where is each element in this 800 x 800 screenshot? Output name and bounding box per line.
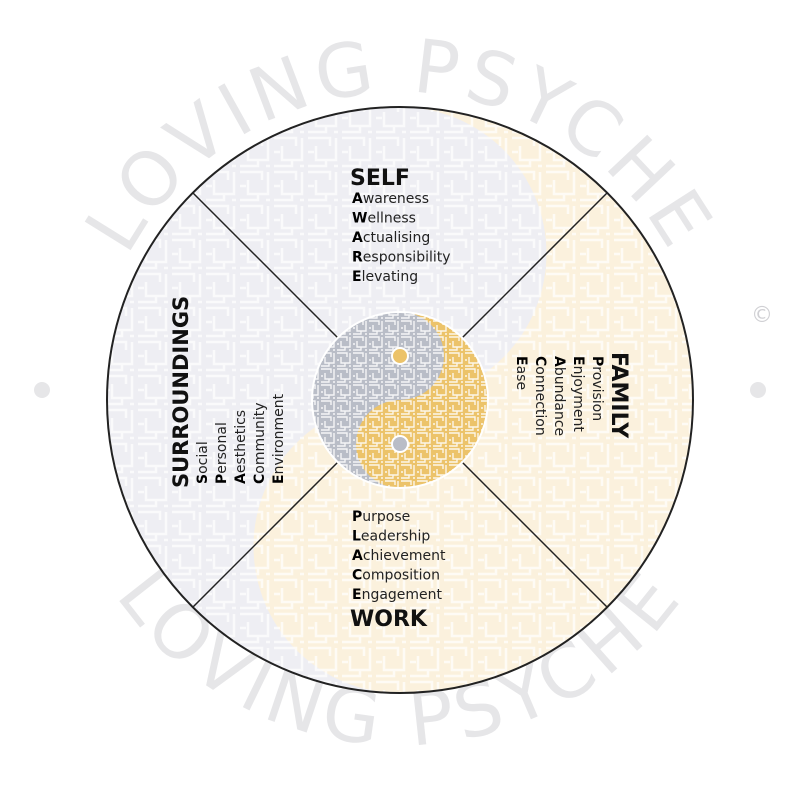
work-item-rest: urpose [362,509,410,525]
self-item-rest: ctualising [363,230,430,246]
surroundings-item-initial: P [214,474,230,484]
copyright-mark: © [751,303,773,328]
self-item: Actualising [352,230,430,246]
family-title: FAMILY [606,352,631,439]
self-items: AwarenessWellnessActualisingResponsibili… [352,191,451,285]
work-item-initial: A [352,548,363,564]
surroundings-item-initial: A [233,473,249,484]
surroundings-item: Aesthetics [233,410,249,484]
quadrant-surroundings: SURROUNDINGS SocialPersonalAestheticsCom… [169,296,287,488]
work-items: PurposeLeadershipAchievementCompositionE… [352,509,446,603]
surroundings-item-initial: E [271,474,287,484]
self-item-rest: wareness [363,191,429,207]
surroundings-item: Community [252,402,268,484]
work-item: Leadership [352,529,430,545]
surroundings-items: SocialPersonalAestheticsCommunityEnviron… [195,393,287,484]
self-item-initial: R [352,250,363,266]
work-item: Achievement [352,548,446,564]
self-item-initial: W [352,211,367,227]
quadrant-dividers [192,192,608,608]
quadrant-work: PurposeLeadershipAchievementCompositionE… [350,509,446,632]
self-item: Elevating [352,269,418,285]
family-items: ProvisionEnjoymentAbundanceConnectionEas… [513,356,605,436]
watermark-dot-right [750,382,766,398]
work-item-rest: omposition [362,568,440,584]
work-item-initial: C [352,568,362,584]
family-item-rest: onnection [532,366,548,435]
self-item-rest: ellness [367,211,415,227]
work-item: Engagement [352,587,443,603]
self-item-rest: esponsibility [363,250,451,266]
family-item: Connection [532,356,548,436]
family-item-initial: P [589,356,605,366]
work-title: WORK [350,607,428,632]
family-item-initial: A [551,356,567,367]
quadrant-self: SELF AwarenessWellnessActualisingRespons… [350,166,451,285]
self-item-initial: A [352,191,363,207]
self-item: Awareness [352,191,429,207]
family-item-initial: C [532,356,548,366]
family-item-rest: ase [513,366,529,391]
surroundings-item: Social [195,441,211,484]
family-item: Abundance [551,356,567,436]
outer-circle [106,106,694,694]
work-item: Purpose [352,509,410,525]
self-item: Wellness [352,211,416,227]
center-yin-yang [311,311,489,489]
surroundings-item-rest: ommunity [252,402,268,473]
self-item-rest: levating [362,269,419,285]
work-item-initial: E [352,587,362,603]
family-item-rest: njoyment [570,366,586,433]
work-item-rest: eadership [361,529,431,545]
quadrant-family: FAMILY ProvisionEnjoymentAbundanceConnec… [513,352,631,439]
family-item: Ease [513,356,529,390]
family-item: Enjoyment [570,356,586,432]
surroundings-item-rest: ocial [195,441,211,474]
surroundings-item: Personal [214,422,230,484]
surroundings-item-initial: C [252,474,268,484]
self-item: Responsibility [352,250,451,266]
family-item-initial: E [513,356,529,366]
family-item-rest: bundance [551,367,567,436]
surroundings-item-rest: nvironment [271,393,287,474]
work-item-rest: ngagement [362,587,443,603]
surroundings-title: SURROUNDINGS [169,296,193,488]
watermark-dot-left [34,382,50,398]
self-item-initial: A [352,230,363,246]
work-item-initial: P [352,509,362,525]
surroundings-item-initial: S [195,474,211,484]
work-item-initial: L [352,529,361,545]
family-item-rest: rovision [589,366,605,421]
family-item: Provision [589,356,605,421]
surroundings-item-rest: esthetics [233,410,249,473]
self-item-initial: E [352,269,362,285]
surroundings-item: Environment [271,393,287,484]
self-title: SELF [350,166,410,191]
work-item: Composition [352,568,440,584]
surroundings-item-rest: ersonal [214,422,230,474]
family-item-initial: E [570,356,586,366]
work-item-rest: chievement [363,548,446,564]
